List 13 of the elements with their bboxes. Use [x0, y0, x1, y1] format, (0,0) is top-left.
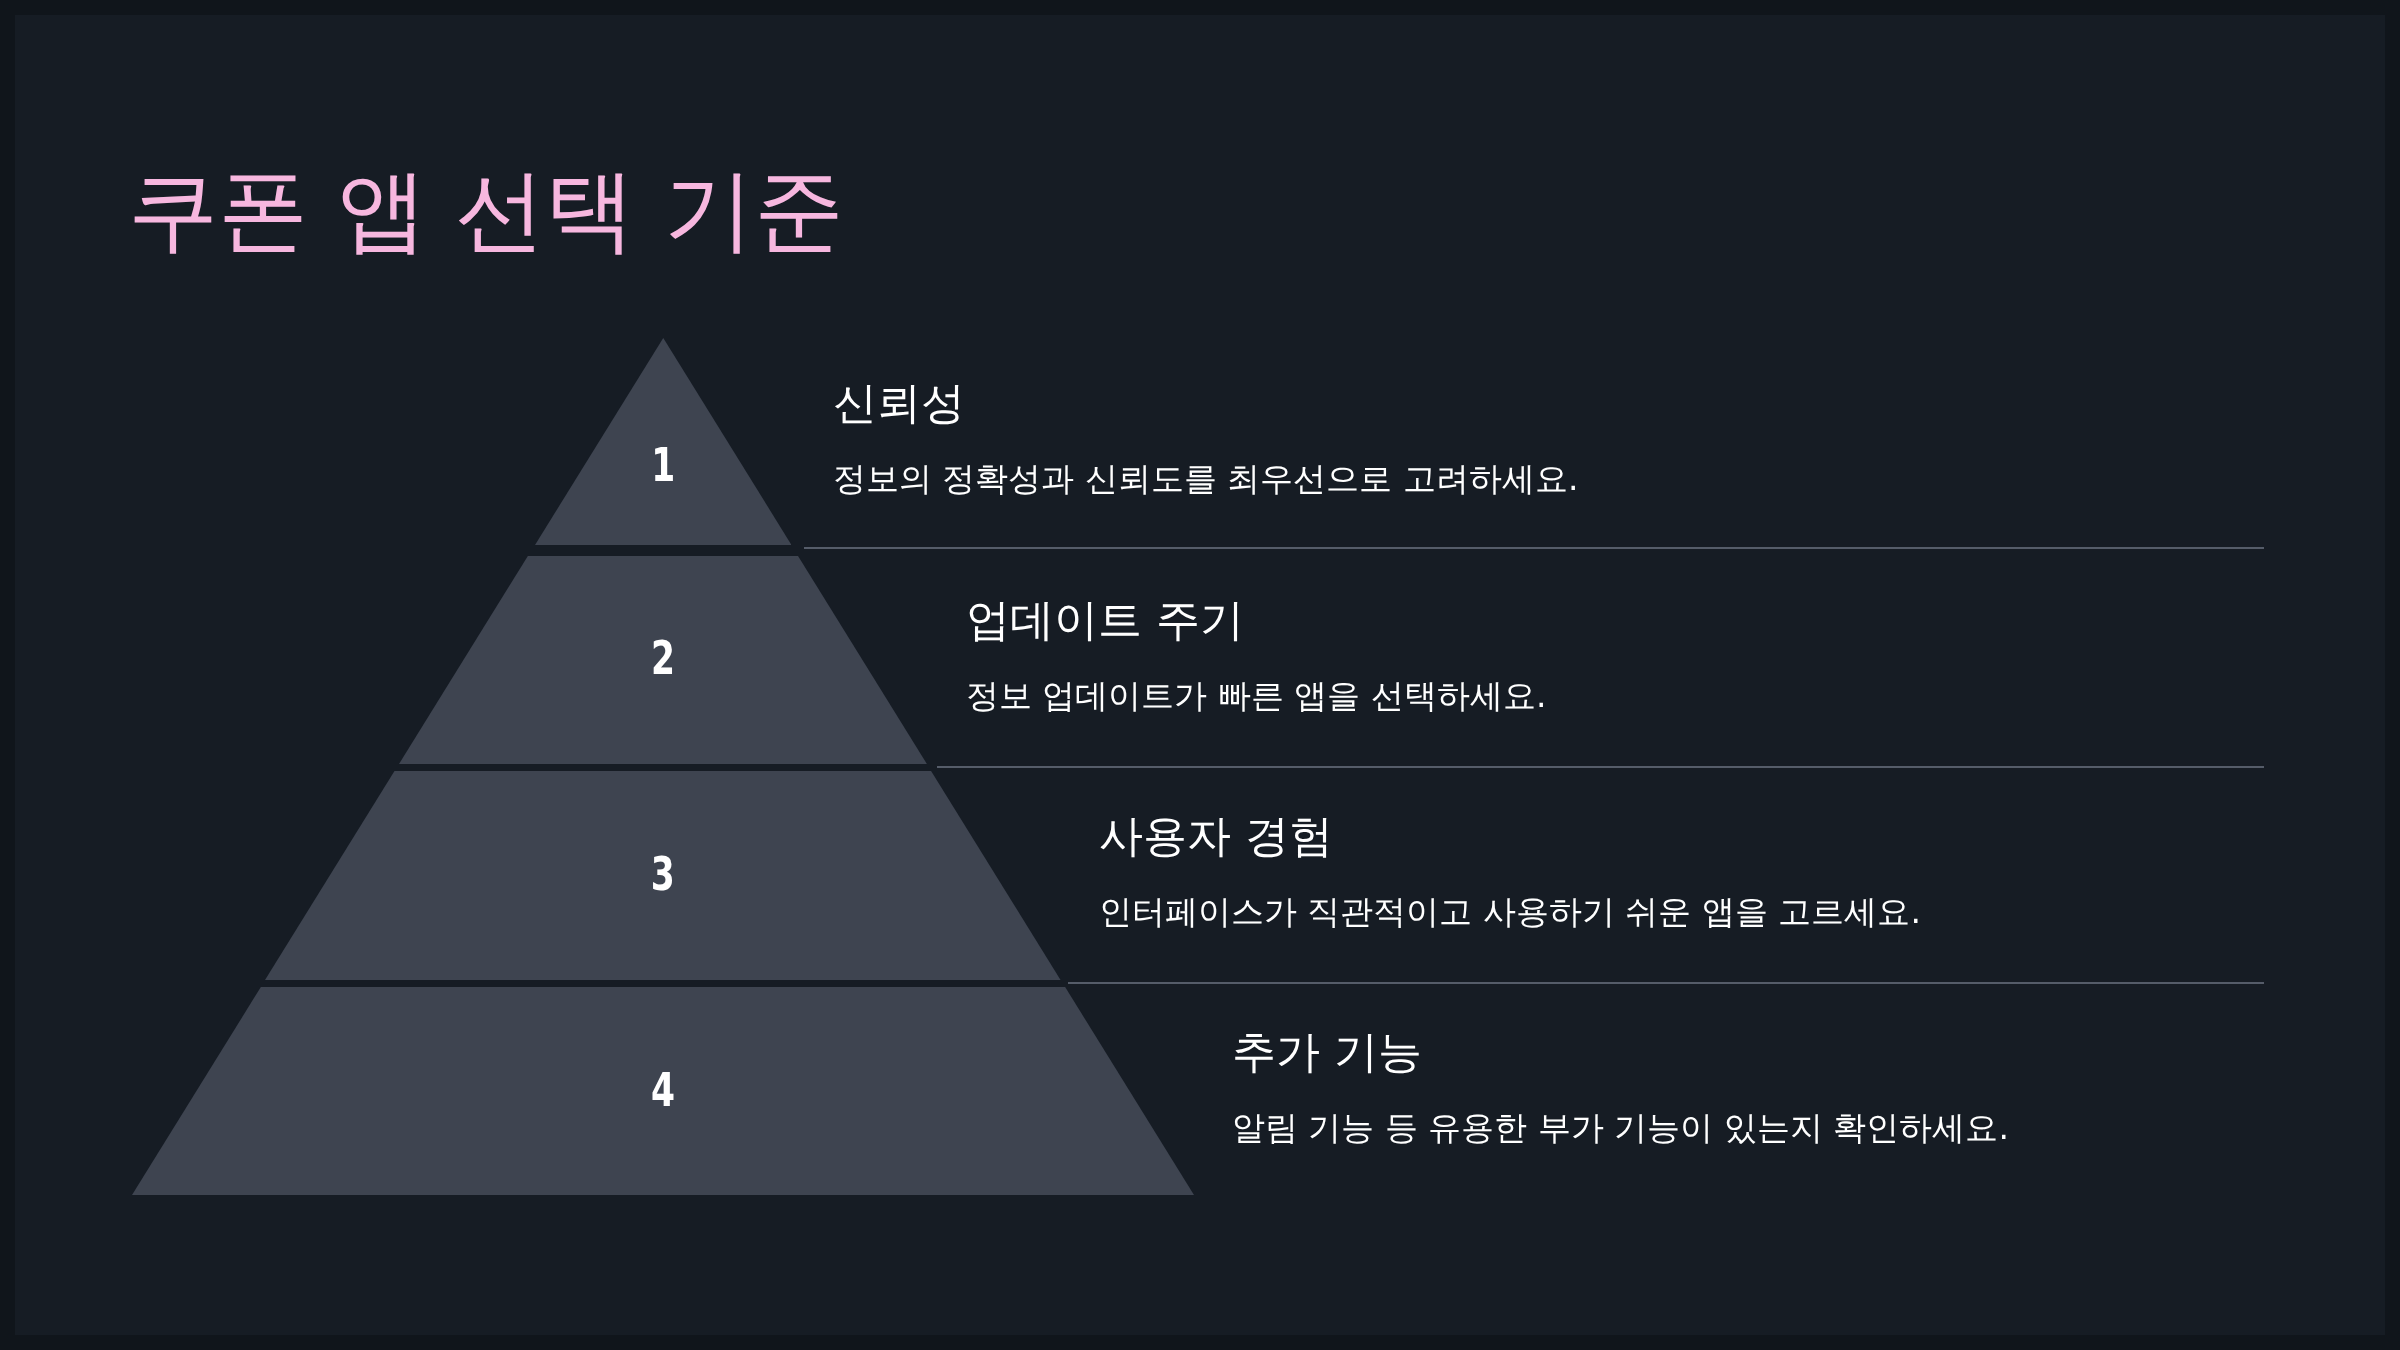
title: 쿠폰 앱 선택 기준: [128, 160, 844, 259]
tier-description: 알림 기능 등 유용한 부가 기능이 있는지 확인하세요.: [1232, 1108, 2009, 1148]
tier-heading: 추가 기능: [1232, 1026, 1422, 1079]
tier-heading: 사용자 경험: [1099, 810, 1333, 863]
tier-number: 4: [650, 1067, 676, 1113]
tier-number: 1: [650, 442, 676, 488]
tier-description: 인터페이스가 직관적이고 사용하기 쉬운 앱을 고르세요.: [1099, 892, 1921, 932]
tier-heading: 업데이트 주기: [966, 594, 1244, 647]
tier-heading: 신뢰성: [833, 377, 965, 430]
tier-number: 3: [649, 851, 676, 897]
tier-description: 정보의 정확성과 신뢰도를 최우선으로 고려하세요.: [833, 459, 1579, 499]
tier-description: 정보 업데이트가 빠른 앱을 선택하세요.: [966, 676, 1547, 716]
tier-number: 2: [650, 635, 676, 681]
